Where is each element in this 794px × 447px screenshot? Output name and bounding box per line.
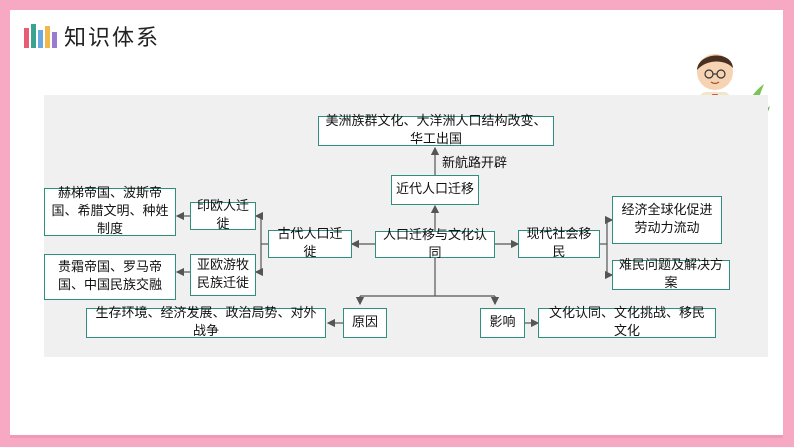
indo-result-box: 赫梯帝国、波斯帝国、希腊文明、种姓制度	[44, 186, 176, 237]
americas-box: 美洲族群文化、大洋洲人口结构改变、华工出国	[318, 114, 554, 147]
indo-box: 印欧人迁徙	[190, 199, 256, 232]
impact-box: 影响	[480, 308, 525, 338]
nomad-box: 亚欧游牧民族迁徙	[190, 254, 256, 296]
bottom-stripe	[10, 435, 783, 438]
center-box: 人口迁移与文化认同	[375, 228, 495, 261]
header: 知识体系	[24, 19, 160, 53]
refugee-box: 难民问题及解决方案	[612, 258, 730, 291]
cause-box: 原因	[343, 308, 387, 338]
cause-result-box: 生存环境、经济发展、政治局势、对外战争	[86, 306, 326, 339]
impact-result-box: 文化认同、文化挑战、移民文化	[538, 306, 716, 339]
page-title: 知识体系	[64, 26, 161, 51]
diagram-connectors	[175, 146, 614, 328]
slide: 知识体系	[10, 10, 783, 435]
books-icon	[24, 24, 58, 48]
globalization-box: 经济全球化促进劳动力流动	[612, 196, 722, 244]
modern-society-box: 现代社会移民	[518, 227, 600, 260]
nomad-result-box: 贵霜帝国、罗马帝国、中国民族交融	[44, 254, 176, 300]
modern-early-box: 近代人口迁移	[391, 175, 479, 205]
ancient-box: 古代人口迁徙	[268, 227, 352, 260]
new-route-label: 新航路开辟	[442, 156, 508, 171]
